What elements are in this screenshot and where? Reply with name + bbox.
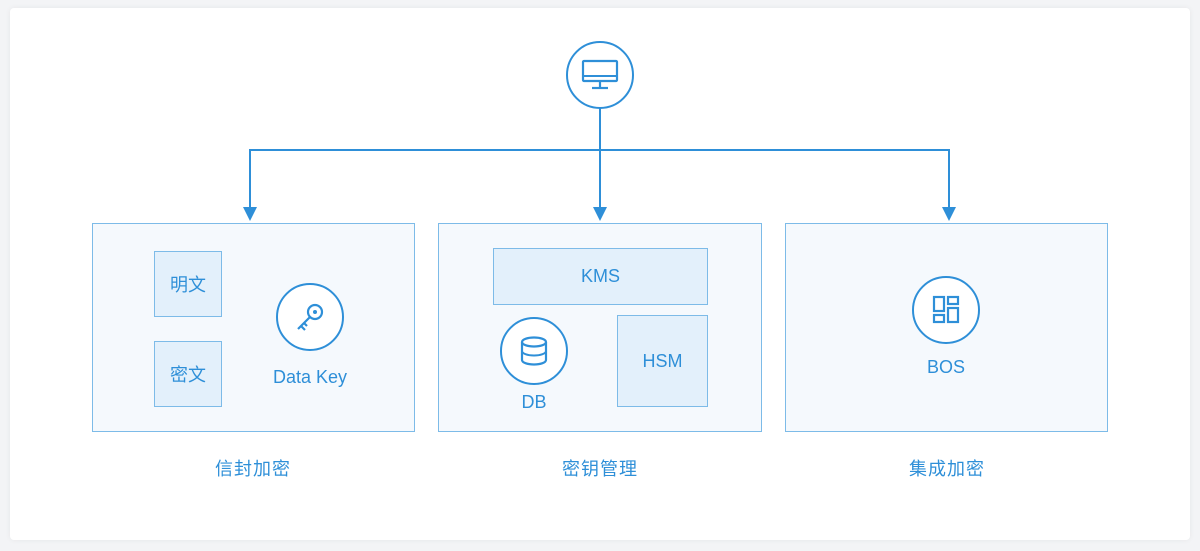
bos-label: BOS <box>926 357 965 377</box>
key-icon <box>276 283 344 351</box>
database-icon <box>500 317 568 385</box>
arrowhead-right <box>942 207 956 221</box>
integrated-caption: 集成加密 <box>909 459 985 479</box>
ciphertext-box: 密文 <box>154 341 222 407</box>
kms-box: KMS <box>493 248 708 305</box>
arrowhead-middle <box>593 207 607 221</box>
envelope-caption: 信封加密 <box>215 459 291 479</box>
ciphertext-label: 密文 <box>170 365 206 385</box>
plaintext-box: 明文 <box>154 251 222 317</box>
db-label: DB <box>521 392 547 412</box>
storage-blocks-icon <box>912 276 980 344</box>
hsm-label: HSM <box>642 350 683 371</box>
data-key-label: Data Key <box>272 367 348 387</box>
computer-monitor-icon <box>566 41 634 109</box>
kms-label: KMS <box>580 266 620 286</box>
arrowhead-left <box>243 207 257 221</box>
key-management-caption: 密钥管理 <box>562 459 638 479</box>
hsm-box: HSM <box>617 315 708 407</box>
plaintext-label: 明文 <box>170 275 206 295</box>
envelope-encryption-panel <box>92 223 415 432</box>
